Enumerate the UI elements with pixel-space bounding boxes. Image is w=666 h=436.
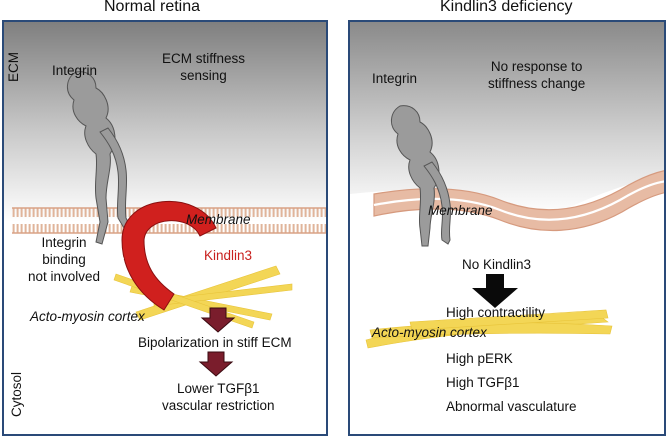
ecm-label: ECM <box>6 52 21 82</box>
high-perk-label: High pERK <box>446 351 513 366</box>
down-arrow-icon <box>472 274 518 308</box>
integrin-binding-label: Integrin binding not involved <box>28 235 101 284</box>
down-arrow-icon <box>200 307 236 333</box>
high-contractility-label: High contractility <box>446 305 546 320</box>
membrane-label: Membrane <box>428 203 493 218</box>
integrin-label: Integrin <box>372 71 418 86</box>
right-panel-title: Kindlin3 deficiency <box>440 0 573 15</box>
cytosol-label: Cytosol <box>9 371 24 417</box>
membrane-label: Membrane <box>186 212 251 227</box>
integrin-label: Integrin <box>52 63 98 78</box>
actomyosin-fibers <box>365 309 613 349</box>
kindlin3-shape <box>121 200 217 311</box>
ecm-region <box>4 22 326 222</box>
outcome-label: Lower TGFβ1 vascular restriction <box>162 381 275 413</box>
ecm-stiffness-sensing-label: ECM stiffness sensing <box>162 51 246 83</box>
down-arrow-icon <box>198 351 234 377</box>
normal-retina-panel: ECM Cytosol Integrin ECM stiffness sensi… <box>2 20 328 436</box>
abnormal-vasculature-label: Abnormal vasculature <box>446 399 577 414</box>
bipolarization-label: Bipolarization in stiff ECM <box>138 335 292 350</box>
kindlin3-label: Kindlin3 <box>204 248 253 263</box>
left-panel-title: Normal retina <box>104 0 201 15</box>
actomyosin-label: Acto-myosin cortex <box>30 309 145 324</box>
no-response-label: No response to stiffness change <box>488 59 586 91</box>
high-tgfb1-label: High TGFβ1 <box>446 375 520 390</box>
no-kindlin3-label: No Kindlin3 <box>462 257 532 272</box>
actomyosin-label: Acto-myosin cortex <box>372 325 487 340</box>
kindlin3-deficiency-illustration <box>350 22 664 349</box>
integrin-icon <box>391 105 452 247</box>
kindlin3-deficiency-panel: Integrin No response to stiffness change… <box>348 20 666 436</box>
normal-retina-illustration <box>4 22 326 377</box>
